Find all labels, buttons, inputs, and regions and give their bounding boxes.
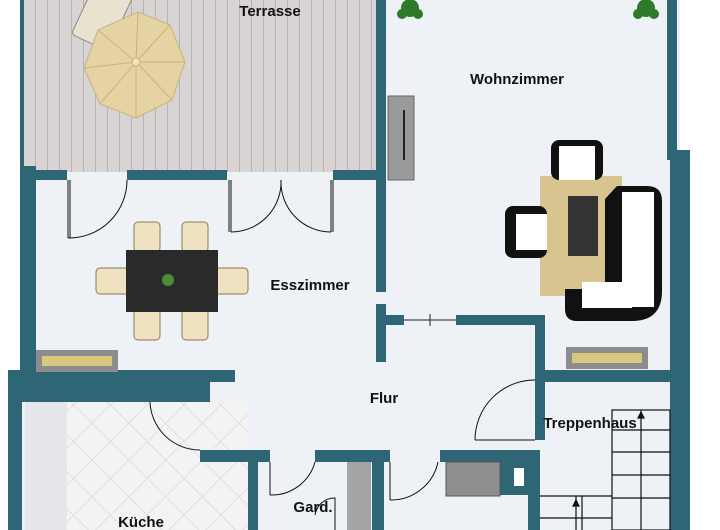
staircase[interactable]	[540, 409, 671, 530]
umbrella-icon	[83, 11, 186, 119]
kitchen-tiles	[67, 402, 248, 530]
kitchen-counter	[25, 402, 67, 530]
terrace-door-left	[67, 179, 128, 239]
cabinet	[387, 95, 415, 181]
living-room-set	[505, 140, 662, 321]
terrace-double-door	[228, 179, 334, 233]
room-label-dining: Esszimmer	[270, 277, 349, 294]
wardrobe-door-left	[269, 461, 316, 496]
room-label-living: Wohnzimmer	[470, 71, 564, 88]
doors	[67, 179, 536, 530]
walls	[8, 0, 690, 530]
room-label-stairwell: Treppenhaus	[543, 415, 636, 432]
plant-icon	[633, 0, 659, 19]
room-label-hall: Flur	[370, 390, 398, 407]
gard-door	[314, 497, 336, 530]
room-label-wardrobe: Gard.	[293, 499, 332, 516]
radiator-icon	[566, 347, 648, 369]
kitchen-door	[149, 401, 201, 451]
wardrobe-door-right	[389, 461, 439, 501]
stairwell-door	[474, 379, 536, 441]
dining-table	[95, 221, 249, 341]
appliance	[445, 461, 501, 497]
room-label-terrace: Terrasse	[239, 3, 300, 20]
radiator-icon	[36, 350, 118, 372]
room-label-kitchen: Küche	[118, 514, 164, 530]
plant-icon	[397, 0, 423, 19]
wardrobe-cabinet	[347, 462, 371, 530]
